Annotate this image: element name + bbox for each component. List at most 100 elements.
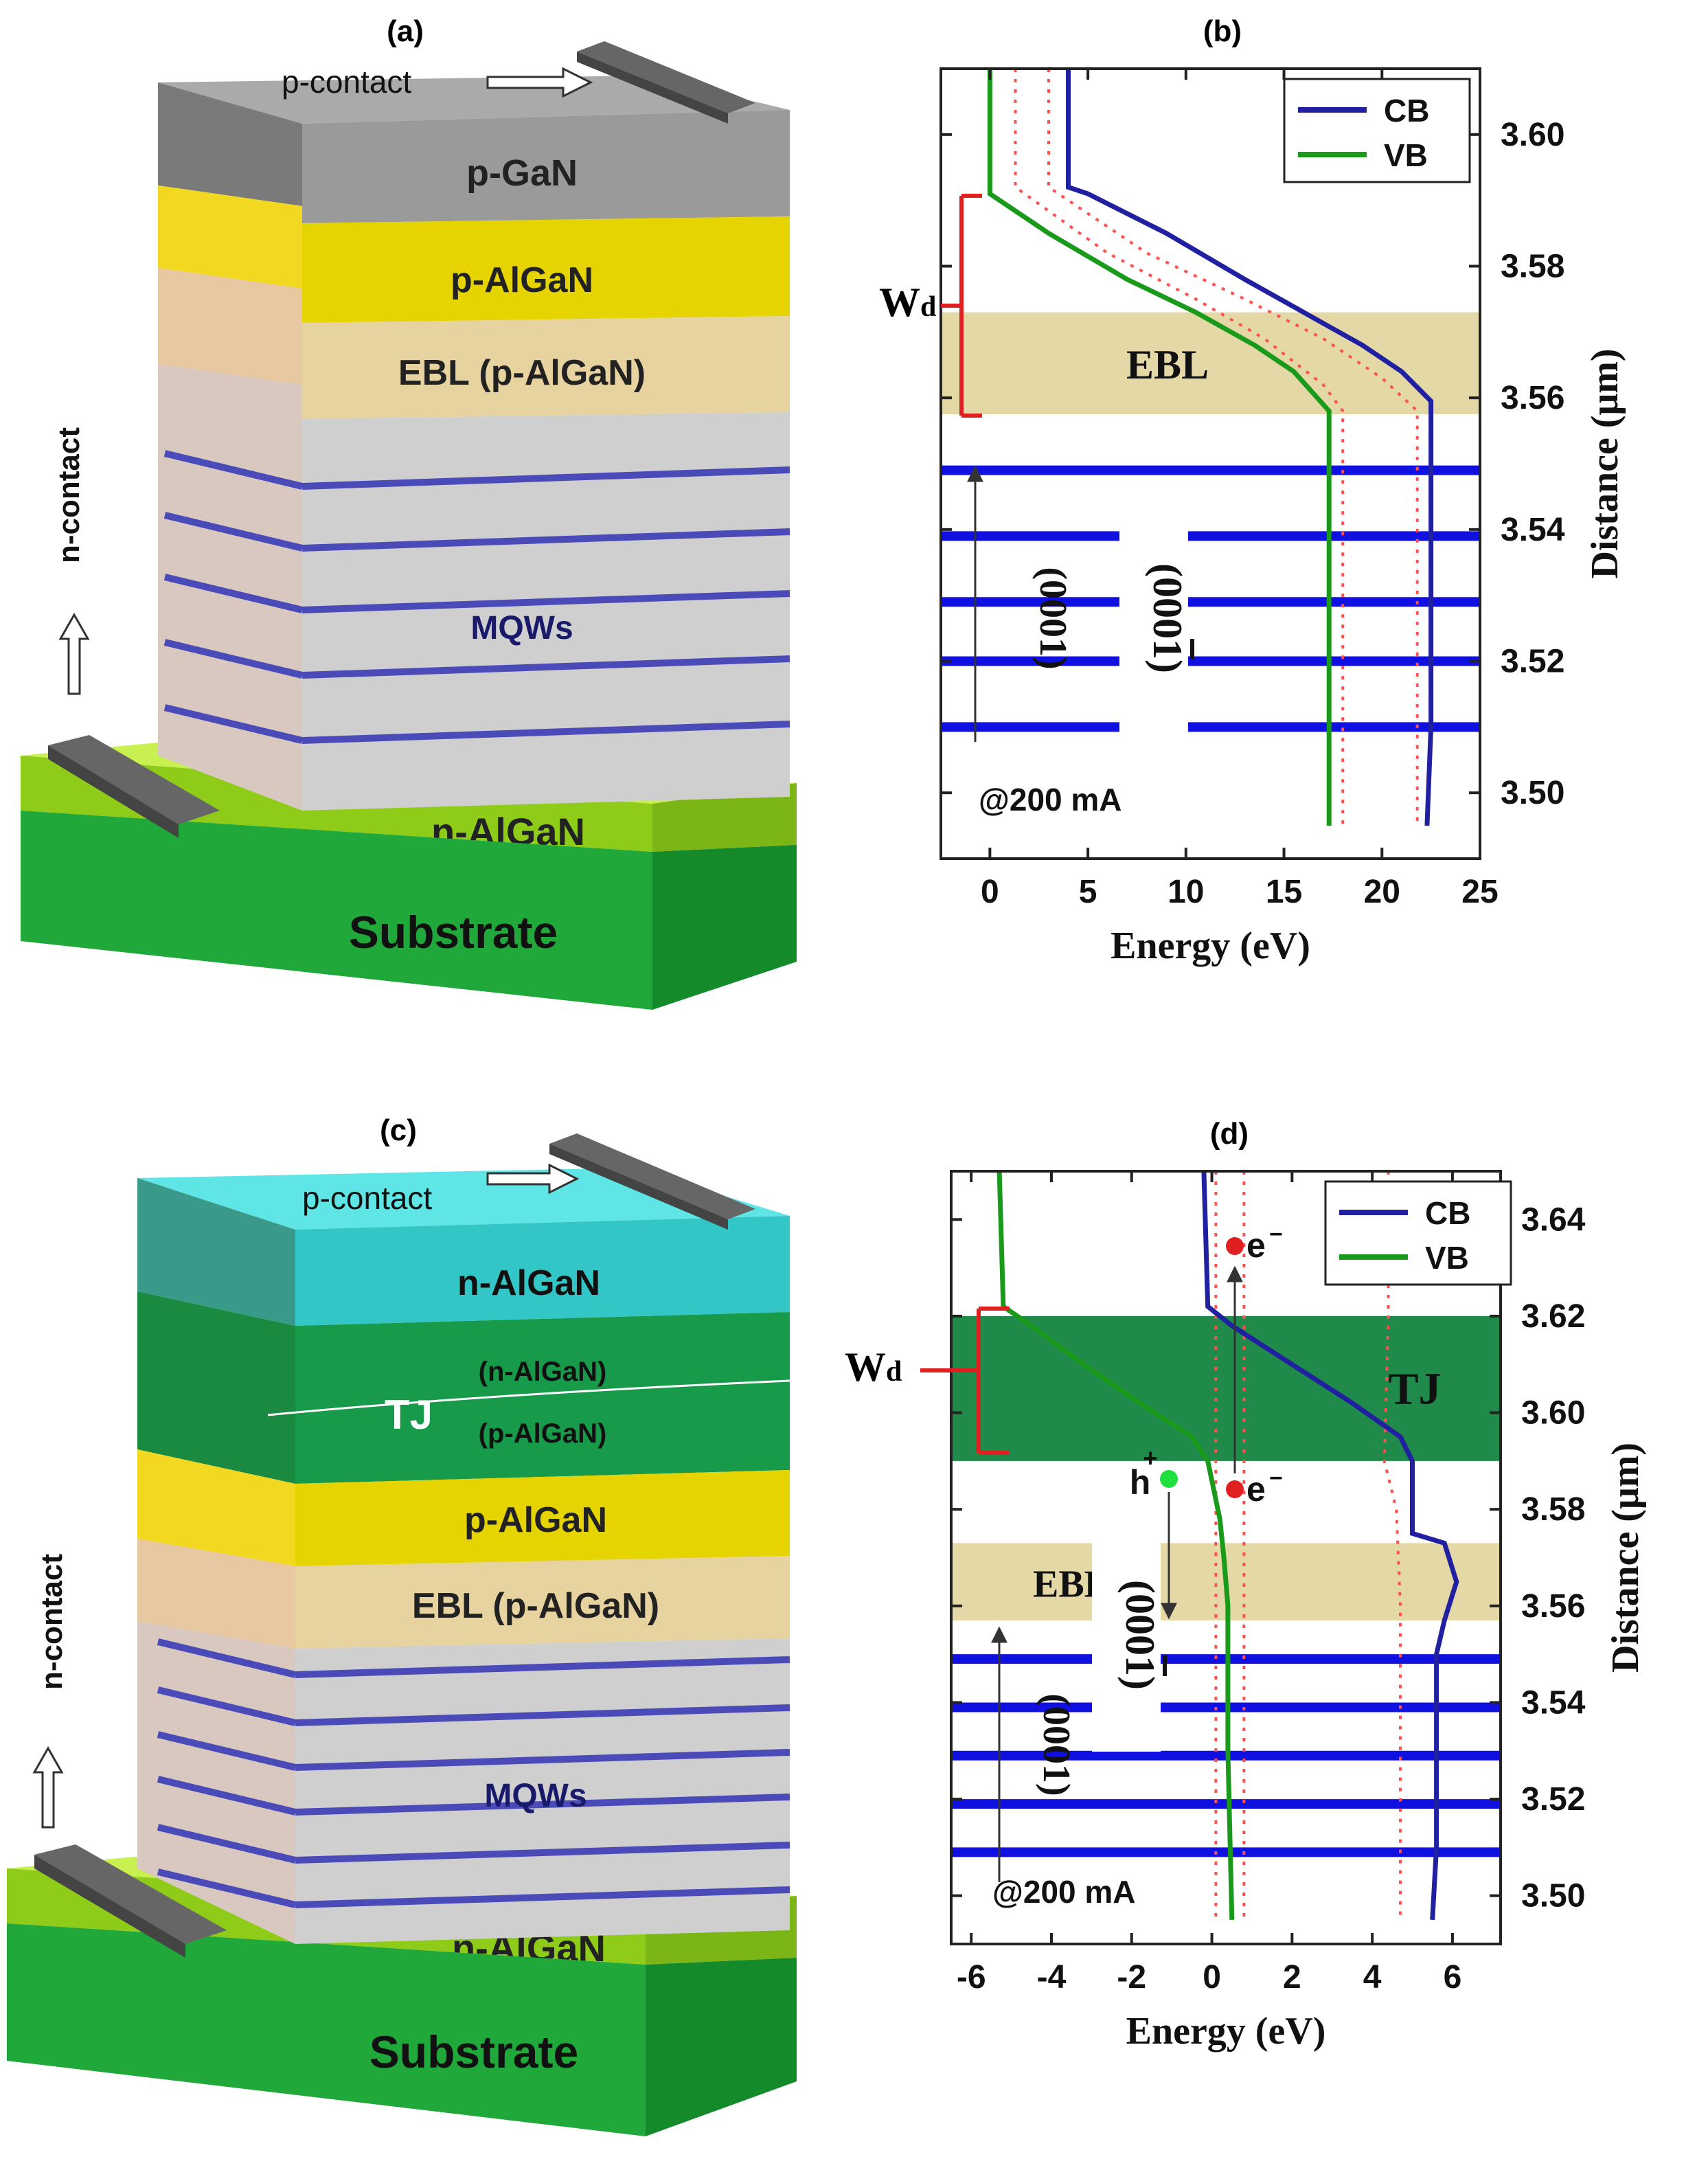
legend-box bbox=[1324, 1180, 1512, 1286]
p-algan-layer bbox=[302, 216, 790, 323]
panel-a: (a) n-AlGaN Substrate p-GaN p-AlGaN EBL … bbox=[21, 14, 797, 1010]
y-tick-label-6: 3.52 bbox=[1521, 1781, 1585, 1818]
mqw-well-5 bbox=[295, 1886, 790, 1908]
x-tick-label-4: 2 bbox=[1283, 1959, 1301, 1996]
mqw-well-1 bbox=[295, 1704, 790, 1726]
orientation-down-b: ) bbox=[1145, 659, 1190, 673]
ebl-band bbox=[941, 312, 1480, 415]
mqw-well-3 bbox=[301, 655, 790, 679]
x-tick-label-0: -6 bbox=[957, 1959, 986, 1996]
mqw-well-side-2 bbox=[157, 1731, 297, 1771]
y-tick-label-7: 3.50 bbox=[1521, 1878, 1585, 1914]
wd-bracket-b bbox=[941, 194, 982, 418]
electron-sup-bottom: − bbox=[1269, 1465, 1283, 1491]
mqw-well-4 bbox=[301, 721, 790, 744]
x-tick-label-1: 5 bbox=[1079, 874, 1097, 910]
panel-d-label: (d) bbox=[1210, 1117, 1249, 1151]
substrate-layer bbox=[21, 811, 652, 1010]
p-algan-label: p-AlGaN bbox=[451, 260, 593, 300]
legend-label-1: VB bbox=[1425, 1240, 1469, 1276]
tj-label-c: TJ bbox=[385, 1392, 433, 1438]
p-contact-pad-c bbox=[549, 1133, 755, 1219]
mqw-well-side-0 bbox=[157, 1638, 297, 1678]
mqw-well-side-4 bbox=[163, 704, 304, 744]
plot-frame bbox=[950, 1170, 1502, 1945]
y-tick-label-3: 3.58 bbox=[1521, 1491, 1585, 1528]
n-contact-pad-c bbox=[34, 1844, 227, 1944]
series-cb bbox=[1201, 1171, 1459, 1920]
orientation-up-label: (0001) bbox=[1032, 567, 1074, 669]
mqw-well-2 bbox=[301, 590, 790, 613]
orientation-down-a: (000 bbox=[1117, 1580, 1163, 1655]
panel-a-label: (a) bbox=[387, 14, 424, 48]
series-vb bbox=[997, 1171, 1235, 1920]
electron-label-top: e bbox=[1246, 1226, 1266, 1265]
substrate-label: Substrate bbox=[349, 907, 558, 958]
p-algan-layer-c bbox=[295, 1470, 790, 1566]
hole-sup: + bbox=[1143, 1444, 1157, 1472]
n-algan-top-layer-c bbox=[295, 1216, 790, 1326]
mqw-well-0 bbox=[301, 466, 790, 490]
hole-label: h bbox=[1130, 1463, 1151, 1502]
mqw-wells-a bbox=[163, 450, 790, 744]
mqw-well-side-0 bbox=[163, 450, 304, 490]
x-tick-label-5: 25 bbox=[1461, 874, 1498, 910]
y-tick-label-5: 3.50 bbox=[1501, 775, 1564, 811]
y-tick-label-2: 3.56 bbox=[1501, 380, 1564, 416]
n-contact-label-c: n-contact bbox=[35, 1554, 69, 1690]
legend-label-1: VB bbox=[1384, 137, 1428, 173]
y-tick-label-0: 3.60 bbox=[1501, 117, 1564, 153]
n-algan-top-label-c: n-AlGaN bbox=[457, 1263, 600, 1303]
y-tick-label-0: 3.64 bbox=[1521, 1201, 1586, 1238]
tj-layer-c bbox=[295, 1312, 790, 1484]
tj-n-label-c: (n-AlGaN) bbox=[479, 1357, 607, 1387]
mqw-well-2 bbox=[295, 1749, 790, 1771]
y-tick-label-3: 3.54 bbox=[1501, 512, 1565, 548]
mqw-well-side-1 bbox=[163, 512, 304, 552]
mqw-well-side-3 bbox=[163, 639, 304, 679]
orientation-down-box bbox=[1119, 501, 1188, 735]
y-tick-label-1: 3.62 bbox=[1521, 1298, 1585, 1335]
p-contact-pad bbox=[577, 41, 755, 113]
mqw-well-side-4 bbox=[157, 1824, 297, 1864]
electron-dot-bottom bbox=[1226, 1480, 1244, 1498]
y-axis-label: Distance (μm) bbox=[1584, 349, 1626, 579]
ebl-label: EBL (p-AlGaN) bbox=[398, 353, 646, 393]
orientation-down-bar: 1 bbox=[1145, 639, 1190, 659]
orientation-down-bar: 1 bbox=[1117, 1655, 1163, 1676]
panel-b-label: (b) bbox=[1203, 14, 1242, 48]
p-gan-label: p-GaN bbox=[466, 152, 578, 194]
electron-sup-top: − bbox=[1269, 1221, 1283, 1247]
x-tick-label-3: 0 bbox=[1203, 1959, 1221, 1996]
panel-c: (c) n-AlGaN Substrate n-AlGaN TJ (n-AlGa… bbox=[7, 1114, 797, 2136]
wd-label-b: Wd bbox=[879, 280, 936, 325]
mqw-well-side-3 bbox=[157, 1776, 297, 1816]
orientation-up-label: (0001) bbox=[1035, 1693, 1078, 1796]
n-contact-pad bbox=[48, 735, 220, 824]
hole-dot bbox=[1160, 1470, 1178, 1488]
x-axis-label: Energy (eV) bbox=[1126, 2010, 1326, 2053]
mqw-well-side-2 bbox=[163, 574, 304, 613]
y-tick-label-4: 3.52 bbox=[1501, 644, 1564, 680]
x-tick-label-4: 20 bbox=[1364, 874, 1400, 910]
x-tick-label-2: 10 bbox=[1168, 874, 1204, 910]
substrate-layer-c bbox=[7, 1923, 646, 2136]
ebl-layer bbox=[302, 316, 790, 419]
mqw-well-3 bbox=[295, 1794, 790, 1816]
orientation-down-label: (0001) bbox=[1145, 563, 1190, 673]
current-label: @200 mA bbox=[992, 1874, 1136, 1910]
y-tick-label-2: 3.60 bbox=[1521, 1395, 1585, 1432]
current-label: @200 mA bbox=[979, 782, 1122, 817]
p-contact-arrow bbox=[486, 67, 593, 98]
electron-label-bottom: e bbox=[1246, 1470, 1266, 1508]
wd-label-d: Wd bbox=[845, 1344, 902, 1390]
legend-label-0: CB bbox=[1425, 1195, 1470, 1231]
orientation-down-a: (000 bbox=[1145, 563, 1190, 639]
x-tick-label-5: 4 bbox=[1363, 1959, 1382, 1996]
mqw-wells-c bbox=[157, 1638, 790, 1908]
